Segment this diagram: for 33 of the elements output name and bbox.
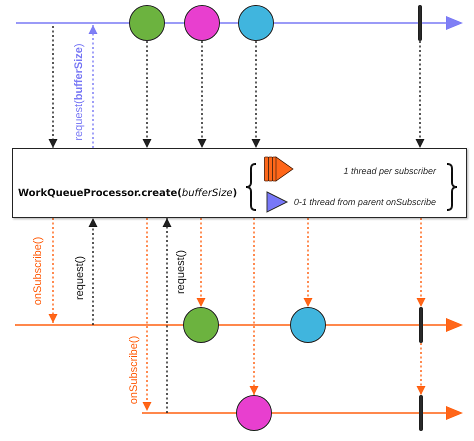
completion-bar [419, 307, 423, 343]
dotted-arrow [48, 218, 58, 323]
completion-bar [418, 5, 422, 41]
dotted-arrow [196, 218, 206, 307]
marble [238, 5, 274, 41]
marble [290, 307, 326, 343]
dotted-arrow [416, 218, 426, 307]
dotted-arrow [142, 41, 152, 148]
marble [184, 5, 220, 41]
dotted-arrow [416, 41, 424, 148]
operator-label: WorkQueueProcessor.create(bufferSize) [18, 187, 238, 200]
dotted-arrow [88, 218, 98, 325]
edge-label: request(bufferSize) [73, 43, 85, 141]
legend-text: 0-1 thread from parent onSubscribe [294, 197, 436, 208]
marble [183, 307, 219, 343]
edge-label: request() [175, 250, 187, 294]
marble [129, 5, 165, 41]
dotted-arrow [162, 218, 172, 413]
dotted-arrow [198, 41, 206, 148]
edge-label: onSubscribe() [128, 336, 140, 404]
operator-box [12, 148, 467, 218]
dotted-arrow [304, 218, 312, 307]
dotted-arrow [416, 343, 426, 395]
edge-label: onSubscribe() [32, 236, 44, 306]
dotted-arrow [142, 218, 152, 411]
dotted-arrow [250, 218, 258, 395]
dotted-arrow [252, 41, 260, 148]
completion-bar [419, 395, 423, 431]
edge-label: request() [74, 256, 86, 300]
marble [236, 395, 272, 431]
dotted-arrow [48, 26, 58, 148]
dotted-arrow [88, 25, 98, 148]
legend-text: 1 thread per subscriber [343, 166, 436, 177]
